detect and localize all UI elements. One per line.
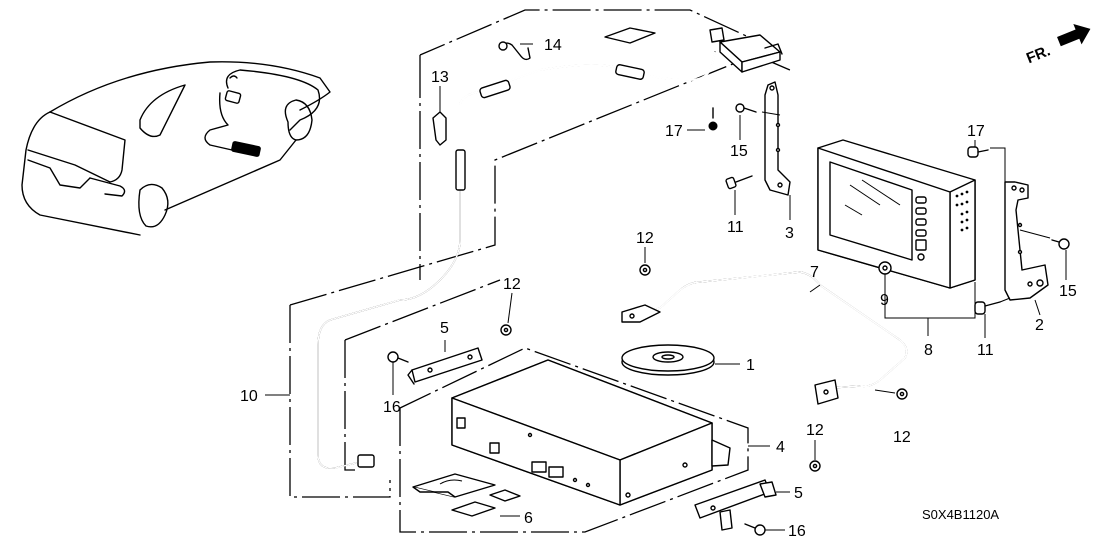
manual-cards — [412, 473, 521, 517]
nut-12-b — [500, 324, 512, 336]
screw-15-upper — [735, 103, 757, 113]
callout-2: 2 — [1035, 317, 1044, 334]
antenna-pad — [604, 27, 656, 44]
screw-16-left — [387, 351, 409, 363]
bolt-11-upper — [725, 175, 753, 190]
bracket-5-lower — [694, 479, 777, 531]
nut-12-d — [874, 388, 908, 400]
screw-16-right — [744, 523, 766, 536]
nut-12-c — [809, 460, 821, 472]
mounting-bar — [621, 271, 908, 405]
callout-11-right: 11 — [977, 342, 994, 359]
front-direction-indicator: FR. — [1024, 23, 1091, 67]
display-unit — [817, 139, 976, 289]
callout-12-b: 12 — [503, 276, 521, 293]
navigation-control-unit — [399, 347, 749, 533]
antenna-cable — [317, 51, 716, 469]
screw-17-right — [967, 146, 1006, 182]
callout-10: 10 — [240, 388, 258, 405]
callout-16-left: 16 — [383, 399, 401, 416]
bolt-11-right — [974, 297, 1011, 315]
leader-lines — [265, 43, 1067, 531]
screw-17-upper — [708, 107, 718, 131]
callout-4: 4 — [776, 439, 785, 456]
holder-clip — [432, 111, 447, 146]
callout-6: 6 — [524, 510, 533, 527]
screw-15-right — [1019, 229, 1070, 250]
callout-17-right: 17 — [967, 123, 985, 140]
callout-5-upper: 5 — [440, 320, 449, 337]
callout-13: 13 — [431, 69, 449, 86]
callout-5-lower: 5 — [794, 485, 803, 502]
front-label: FR. — [1024, 42, 1053, 67]
navigation-disc — [621, 344, 715, 376]
callout-labels: 1 2 3 4 5 5 6 7 8 9 10 11 11 12 12 12 12… — [240, 37, 1077, 540]
front-arrow-icon — [1057, 23, 1091, 47]
callout-15-upper: 15 — [730, 143, 748, 160]
callout-12-c: 12 — [806, 422, 824, 439]
callout-7: 7 — [810, 264, 819, 281]
bracket-5-upper — [407, 347, 483, 385]
callout-3: 3 — [785, 225, 794, 242]
vehicle-locator-illustration — [21, 61, 331, 236]
nut-9 — [878, 261, 892, 275]
callout-11-upper: 11 — [727, 219, 744, 236]
cable-clip — [498, 41, 531, 61]
callout-17-upper: 17 — [665, 123, 683, 140]
callout-1: 1 — [746, 357, 755, 374]
diagram-code: S0X4B1120A — [922, 507, 999, 522]
bracket-right-lower — [1004, 181, 1049, 301]
callout-12-d: 12 — [893, 429, 911, 446]
bracket-right-upper — [764, 81, 791, 196]
gps-antenna — [709, 27, 783, 73]
callout-9: 9 — [880, 292, 889, 309]
callout-14: 14 — [544, 37, 562, 54]
callout-8: 8 — [924, 342, 933, 359]
callout-16-right: 16 — [788, 523, 806, 540]
callout-15-right: 15 — [1059, 283, 1077, 300]
nut-12-a — [639, 264, 651, 276]
callout-12-a: 12 — [636, 230, 654, 247]
